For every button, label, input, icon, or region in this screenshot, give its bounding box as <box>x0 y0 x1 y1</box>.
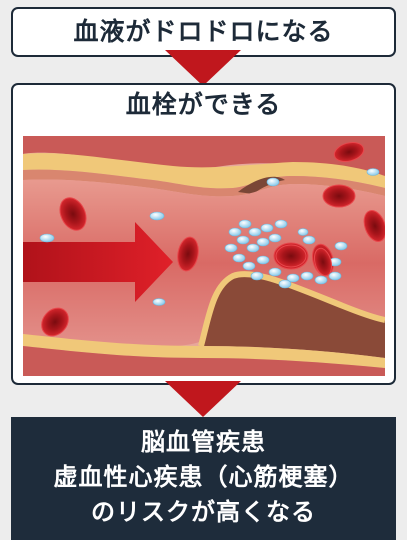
result-line-2: 虚血性心疾患（心筋梗塞） <box>11 460 396 495</box>
result-line-3: のリスクが高くなる <box>11 495 396 530</box>
down-arrow-icon <box>165 381 241 417</box>
result-line-1: 脳血管疾患 <box>11 425 396 460</box>
result-box: 脳血管疾患 虚血性心疾患（心筋梗塞） のリスクが高くなる <box>11 417 396 540</box>
step-1-title: 血液がドロドロになる <box>13 15 394 49</box>
step-2-title: 血栓ができる <box>13 88 394 122</box>
blood-clot-illustration <box>23 136 385 376</box>
down-arrow-icon <box>165 50 241 86</box>
